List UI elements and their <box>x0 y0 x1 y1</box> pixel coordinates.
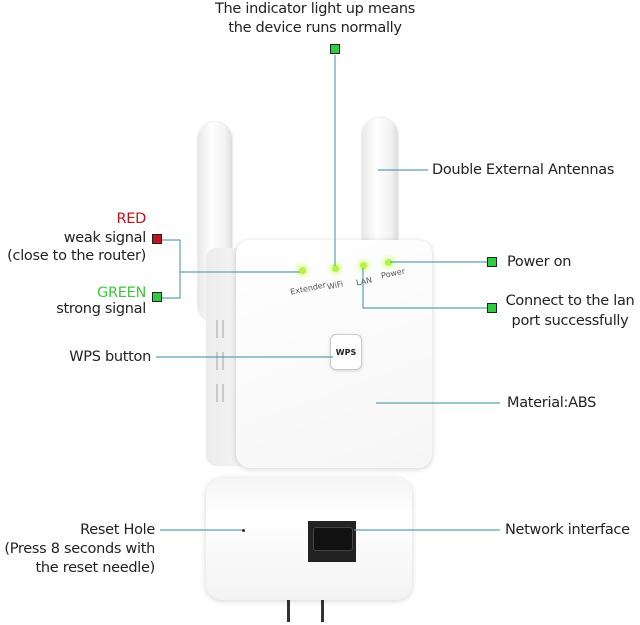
wps-button-text: WPS <box>335 347 357 357</box>
wps-label: WPS button <box>69 349 151 365</box>
led-wifi <box>332 265 339 272</box>
right-antenna <box>362 118 398 253</box>
line-signal-bracket <box>162 239 181 299</box>
reset-label-line3: the reset needle) <box>35 560 156 576</box>
marker-lan <box>487 303 497 313</box>
close-to-router-label: (close to the router) <box>7 248 146 264</box>
plug-prong-right <box>321 596 324 622</box>
red-label: RED <box>116 211 146 227</box>
led-power <box>385 259 392 266</box>
wps-button[interactable]: WPS <box>330 334 362 370</box>
marker-indicator <box>330 44 340 54</box>
ethernet-port <box>308 521 356 562</box>
plug-prong-left <box>287 596 290 622</box>
line-lan <box>362 268 488 309</box>
weak-signal-label: weak signal <box>63 230 147 246</box>
lan-label-line1: Connect to the lan <box>505 293 635 309</box>
marker-red <box>152 234 162 244</box>
reset-label-line1: Reset Hole <box>80 522 155 538</box>
reset-label-line2: (Press 8 seconds with <box>4 541 155 557</box>
marker-power <box>487 257 497 267</box>
antennas-label: Double External Antennas <box>432 162 615 178</box>
top-caption-line2: the device runs normally <box>228 20 402 36</box>
power-on-label: Power on <box>507 254 572 270</box>
marker-green <box>152 292 162 302</box>
top-caption-line1: The indicator light up means <box>214 1 416 17</box>
lan-label-line2: port successfully <box>511 313 629 329</box>
strong-signal-label: strong signal <box>56 301 146 317</box>
material-label: Material:ABS <box>507 395 597 411</box>
reset-hole <box>242 529 245 532</box>
led-extender <box>299 267 306 274</box>
green-label: GREEN <box>97 285 146 301</box>
network-interface-label: Network interface <box>505 522 630 538</box>
led-lan <box>360 262 367 269</box>
